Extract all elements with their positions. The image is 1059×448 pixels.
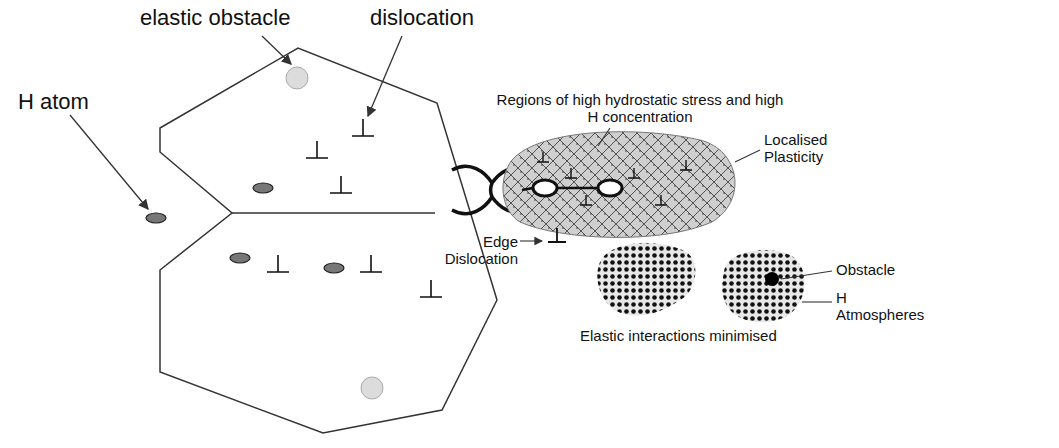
annotation-label: Elastic interactions minimised bbox=[580, 328, 777, 345]
annotation-label: Obstacle bbox=[836, 262, 895, 279]
elastic-obstacle bbox=[286, 67, 383, 399]
annotation-label: dislocation bbox=[370, 6, 474, 30]
annotation-label: Edge Dislocation bbox=[408, 234, 518, 267]
annotation-label: Localised Plasticity bbox=[764, 132, 827, 165]
obstacle-dot bbox=[765, 272, 779, 286]
h-atmosphere bbox=[597, 243, 695, 315]
leader-line bbox=[520, 128, 832, 302]
leader-line bbox=[70, 36, 402, 209]
h-atom bbox=[146, 183, 344, 273]
annotation-label: Regions of high hydrostatic stress and h… bbox=[490, 92, 790, 125]
annotation-label: H Atmospheres bbox=[836, 290, 924, 323]
annotation-label: H atom bbox=[18, 90, 89, 114]
dislocation-symbol bbox=[537, 152, 692, 242]
h-atmosphere bbox=[722, 250, 805, 322]
annotation-label: elastic obstacle bbox=[140, 6, 290, 30]
dislocation-symbol bbox=[267, 119, 442, 297]
crack-link bbox=[522, 188, 598, 190]
grain-outline bbox=[160, 48, 497, 433]
plastic-zone bbox=[503, 132, 735, 238]
